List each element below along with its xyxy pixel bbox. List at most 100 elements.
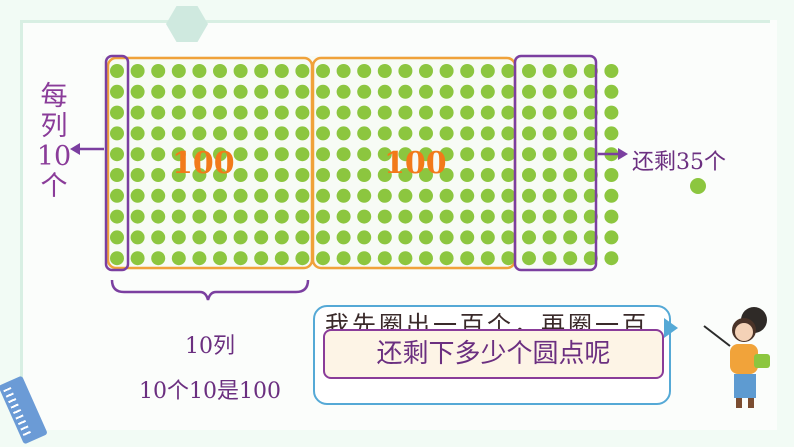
grid-dot bbox=[501, 126, 516, 141]
grid-dot bbox=[398, 126, 413, 141]
grid-dot bbox=[171, 64, 186, 78]
grid-dot bbox=[501, 84, 516, 99]
grid-dot bbox=[563, 168, 578, 182]
grid-dot bbox=[563, 251, 578, 266]
grid-dot bbox=[254, 209, 269, 224]
grid-dot bbox=[295, 84, 310, 99]
single-column-bracket bbox=[104, 54, 130, 272]
grid-dot bbox=[542, 251, 557, 266]
grid-dot bbox=[419, 209, 433, 224]
grid-dot bbox=[130, 147, 145, 162]
grid-dot bbox=[274, 230, 289, 245]
grid-dot bbox=[110, 251, 124, 266]
question-box: 还剩下多少个圆点呢 bbox=[323, 329, 664, 379]
grid-dot bbox=[398, 251, 413, 266]
grid-dot bbox=[604, 230, 619, 245]
grid-dot bbox=[151, 209, 166, 224]
grid-dot bbox=[171, 168, 186, 182]
grid-dot bbox=[460, 188, 475, 203]
grid-dot bbox=[480, 209, 495, 224]
grid-dot bbox=[377, 209, 392, 224]
grid-dot bbox=[274, 147, 289, 162]
grid-dot bbox=[501, 168, 516, 182]
grid-dot bbox=[563, 84, 578, 99]
grid-dot bbox=[171, 188, 186, 203]
grid-dot bbox=[398, 147, 413, 162]
grid-dot bbox=[213, 105, 227, 120]
grid-dot bbox=[213, 168, 227, 182]
grid-dot bbox=[233, 251, 248, 266]
grid-dot bbox=[295, 230, 310, 245]
grid-dot bbox=[233, 147, 248, 162]
grid-dot bbox=[233, 105, 248, 120]
grid-dot bbox=[130, 251, 145, 266]
each-column-label: 每 列 10 个 bbox=[36, 82, 72, 202]
grid-dot bbox=[192, 84, 207, 99]
grid-dot bbox=[542, 230, 557, 245]
grid-dot bbox=[604, 84, 619, 99]
grid-dot bbox=[604, 251, 619, 266]
grid-dot bbox=[357, 105, 372, 120]
grid-dot bbox=[110, 188, 124, 203]
grid-dot bbox=[192, 251, 207, 266]
grid-dot bbox=[110, 126, 124, 141]
grid-dot bbox=[480, 105, 495, 120]
grid-dot bbox=[254, 105, 269, 120]
grid-dot bbox=[563, 105, 578, 120]
frame-bottom bbox=[0, 430, 794, 447]
grid-dot bbox=[130, 126, 145, 141]
grid-dot bbox=[439, 168, 454, 182]
grid-dot bbox=[480, 64, 495, 78]
block-label-2: 100 bbox=[384, 146, 447, 181]
grid-dot bbox=[480, 84, 495, 99]
grid-dot bbox=[357, 168, 372, 182]
grid-dot bbox=[171, 209, 186, 224]
grid-dot bbox=[522, 64, 536, 78]
grid-dot bbox=[151, 84, 166, 99]
grid-dot bbox=[419, 105, 433, 120]
grid-dot bbox=[274, 168, 289, 182]
grid-dot bbox=[171, 147, 186, 162]
grid-dot bbox=[522, 188, 536, 203]
grid-dot bbox=[604, 168, 619, 182]
grid-dot bbox=[151, 105, 166, 120]
grid-dot bbox=[213, 230, 227, 245]
right-arrow-head bbox=[618, 148, 628, 160]
grid-dot bbox=[501, 251, 516, 266]
grid-dot bbox=[171, 105, 186, 120]
grid-dot bbox=[151, 168, 166, 182]
grid-dot bbox=[398, 209, 413, 224]
grid-dot bbox=[192, 105, 207, 120]
grid-dot bbox=[336, 251, 351, 266]
grid-dot bbox=[604, 64, 619, 78]
grid-dot bbox=[295, 126, 310, 141]
grid-dot bbox=[151, 126, 166, 141]
grid-dot bbox=[377, 64, 392, 78]
grid-dot bbox=[213, 64, 227, 78]
grid-dot bbox=[583, 105, 598, 120]
grid-dot bbox=[480, 188, 495, 203]
grid-dot bbox=[295, 251, 310, 266]
grid-dot bbox=[542, 105, 557, 120]
grid-dot bbox=[130, 64, 145, 78]
grid-dot bbox=[151, 251, 166, 266]
grid-dot bbox=[419, 230, 433, 245]
grid-dot bbox=[480, 251, 495, 266]
grid-dot bbox=[110, 230, 124, 245]
grid-dot bbox=[563, 126, 578, 141]
grid-dot bbox=[233, 188, 248, 203]
grid-dot bbox=[192, 64, 207, 78]
grid-dot bbox=[522, 126, 536, 141]
grid-dot bbox=[336, 188, 351, 203]
grid-dot bbox=[419, 64, 433, 78]
each-column-char-1: 每 bbox=[40, 81, 68, 112]
grid-dot bbox=[542, 84, 557, 99]
block-label-1: 100 bbox=[172, 146, 235, 181]
grid-dot bbox=[542, 147, 557, 162]
grid-dot bbox=[192, 188, 207, 203]
grid-dot bbox=[274, 188, 289, 203]
grid-dot bbox=[604, 126, 619, 141]
grid-dot bbox=[439, 126, 454, 141]
left-arrow-head bbox=[70, 143, 80, 155]
grid-dot bbox=[501, 188, 516, 203]
